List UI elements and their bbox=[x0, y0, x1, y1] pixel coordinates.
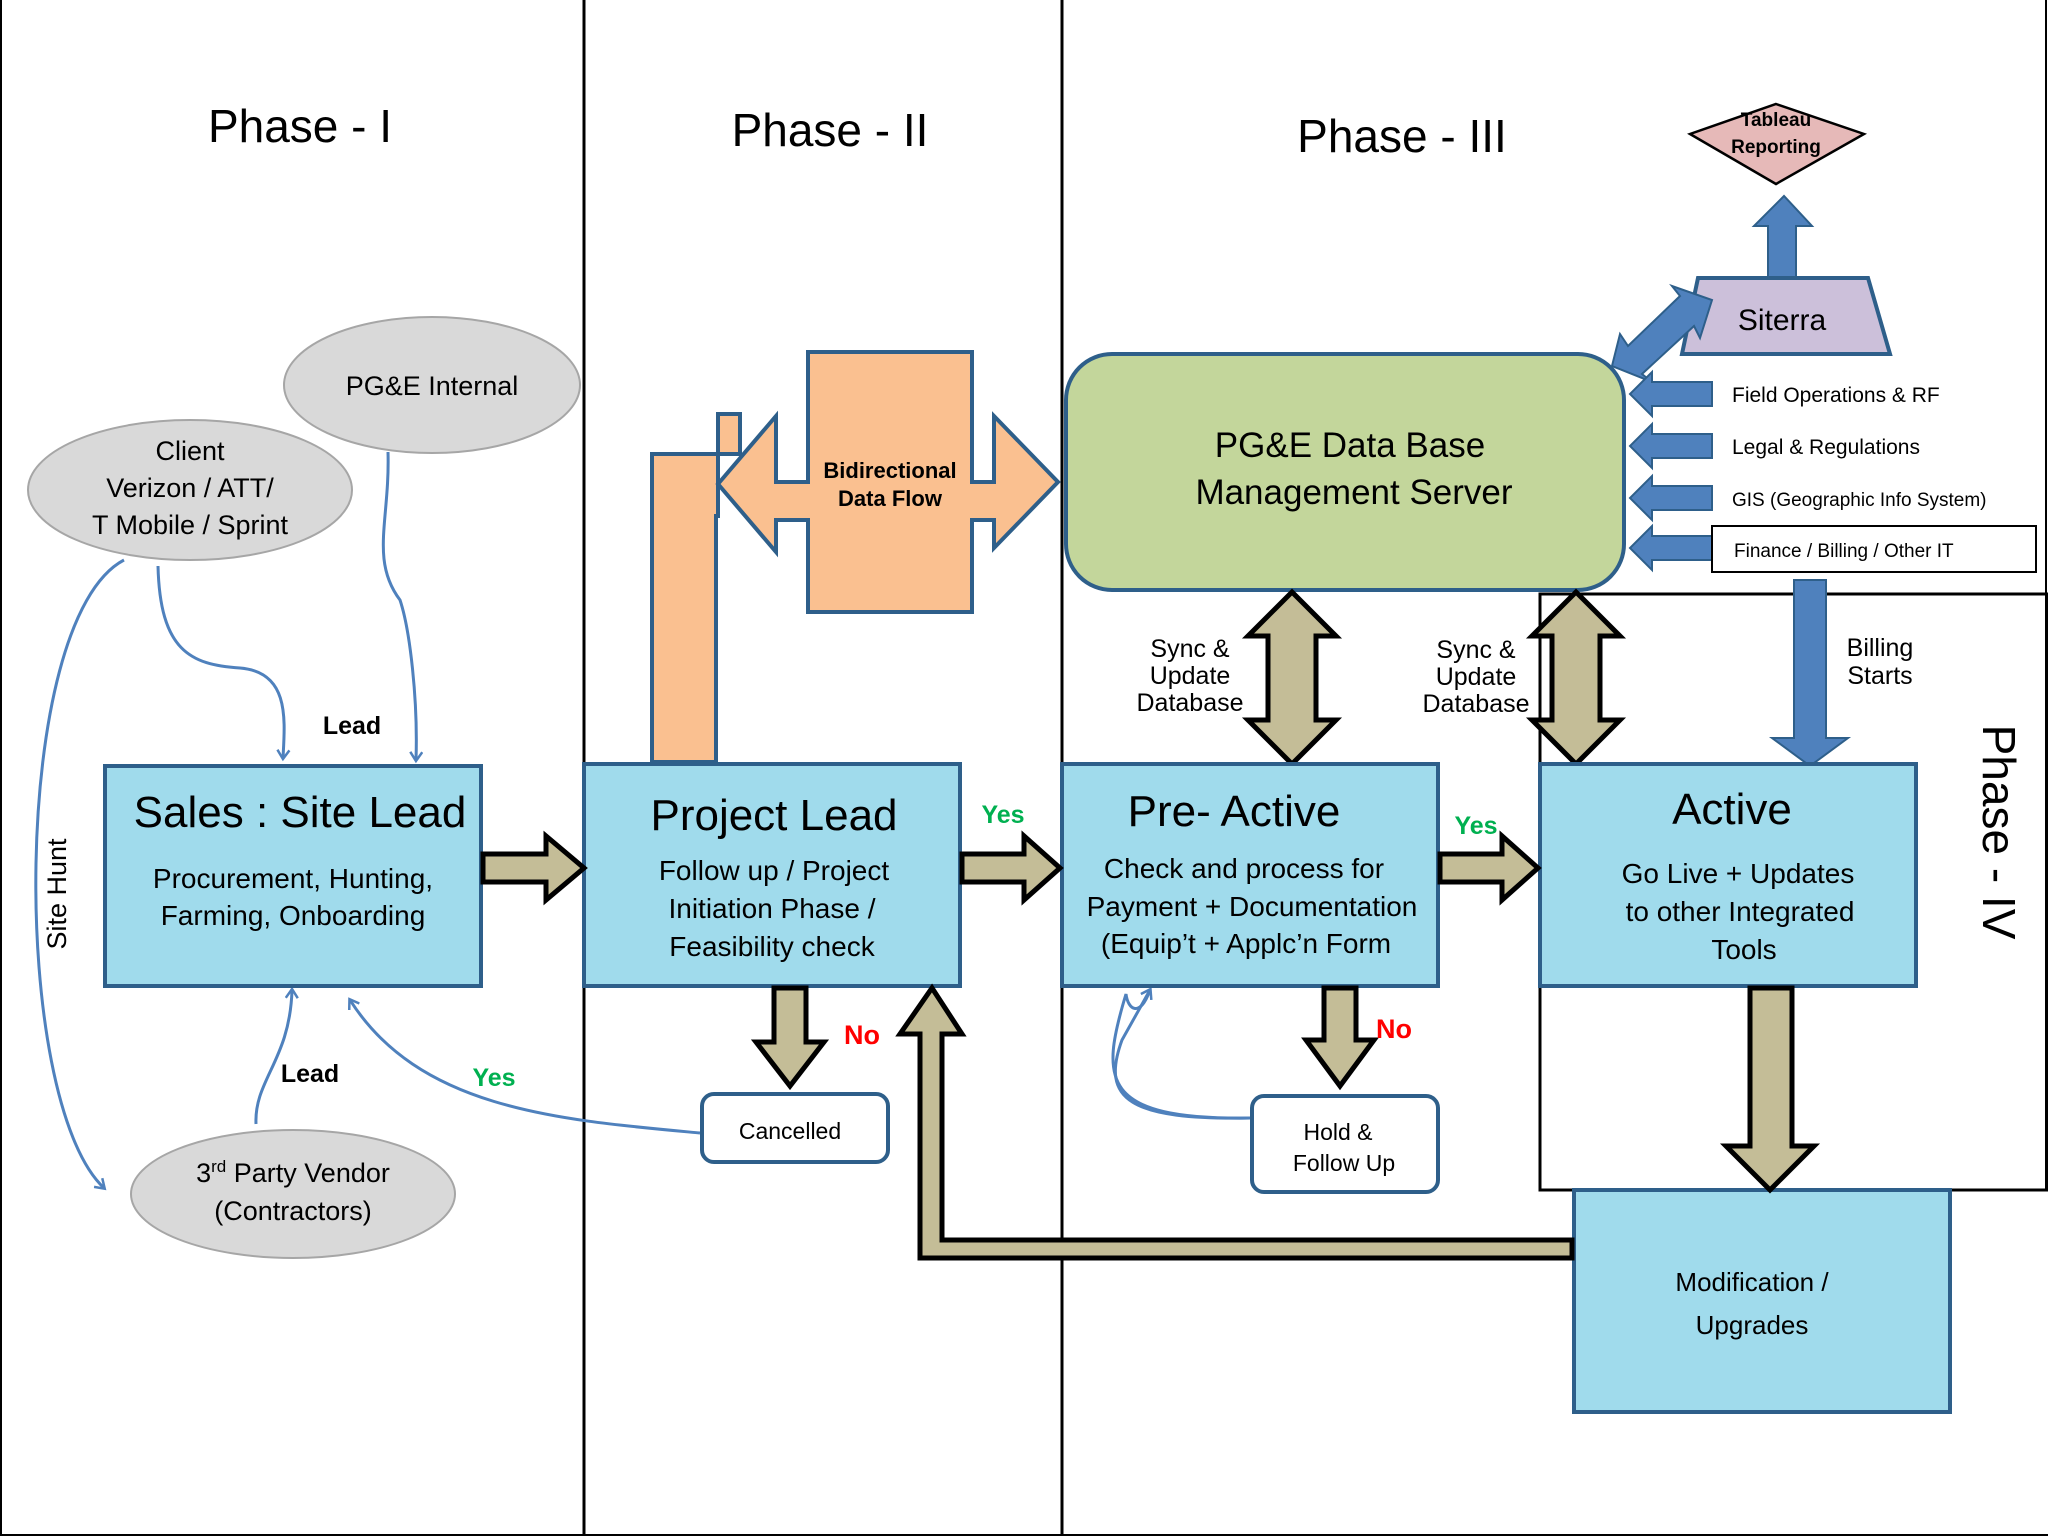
arrow-preactive-to-hold bbox=[1301, 985, 1379, 1091]
thin-connectors bbox=[34, 451, 1251, 1188]
database-label-line2: Management Server bbox=[1195, 473, 1512, 512]
active-line2: to other Integrated bbox=[1626, 896, 1855, 927]
vendor-label-line1: 3rd Party Vendor bbox=[196, 1157, 390, 1188]
client-label-line3: T Mobile / Sprint bbox=[92, 510, 289, 540]
billing-arrow bbox=[1768, 579, 1852, 768]
preactive-line3: (Equip’t + Applc’n Form bbox=[1101, 928, 1391, 959]
arrow-project-to-cancelled bbox=[750, 985, 830, 1091]
database-server-box bbox=[1064, 352, 1626, 592]
lead-label-bottom: Lead bbox=[281, 1060, 339, 1088]
input-label-1: Field Operations & RF bbox=[1732, 384, 1940, 407]
siterra-to-tableau-arrow bbox=[1751, 194, 1815, 279]
sales-line2: Farming, Onboarding bbox=[161, 900, 426, 931]
bidir-label-line1: Bidirectional bbox=[823, 458, 956, 483]
billing-label-line2: Starts bbox=[1847, 662, 1912, 690]
modification-line1: Modification / bbox=[1675, 1267, 1829, 1297]
siterra-label: Siterra bbox=[1738, 304, 1827, 337]
yes-label-project: Yes bbox=[981, 801, 1024, 829]
connector-pge-to-sales bbox=[381, 451, 416, 760]
client-label-line2: Verizon / ATT/ bbox=[106, 473, 274, 503]
phase-1-title: Phase - I bbox=[208, 100, 392, 152]
modification-line2: Upgrades bbox=[1696, 1310, 1809, 1340]
arrow-active-to-modification bbox=[1719, 985, 1821, 1194]
flow-arrows bbox=[480, 830, 1821, 1261]
input-label-2: Legal & Regulations bbox=[1732, 436, 1920, 459]
arrow-preactive-to-active bbox=[1437, 830, 1542, 906]
input-arrow-2 bbox=[1628, 421, 1713, 471]
phase-4-title: Phase - IV bbox=[1973, 725, 2025, 940]
phase-2-title: Phase - II bbox=[732, 104, 929, 156]
project-line2: Initiation Phase / bbox=[668, 893, 875, 924]
sync1-label-line1: Sync & bbox=[1150, 635, 1230, 663]
bidirectional-flow-shape bbox=[715, 350, 1061, 614]
arrow-project-to-preactive bbox=[959, 830, 1064, 906]
hold-followup-box bbox=[1250, 1094, 1440, 1194]
tableau-diamond bbox=[1687, 102, 1868, 186]
sync1-label-line3: Database bbox=[1136, 689, 1243, 717]
active-title: Active bbox=[1672, 785, 1792, 834]
lead-label-top: Lead bbox=[323, 712, 381, 740]
input-label-3: GIS (Geographic Info System) bbox=[1732, 490, 1987, 511]
no-label-project: No bbox=[844, 1020, 880, 1050]
arrow-modification-to-project bbox=[895, 983, 1575, 1261]
finance-input-box bbox=[1711, 525, 2037, 573]
client-label-line1: Client bbox=[155, 436, 225, 466]
sync2-label-line1: Sync & bbox=[1436, 636, 1516, 664]
modification-box bbox=[1572, 1188, 1952, 1414]
db-siterra-bidir-arrow bbox=[1610, 283, 1714, 383]
client-ellipse bbox=[27, 419, 353, 561]
billing-label-line1: Billing bbox=[1847, 634, 1914, 662]
pge-internal-ellipse bbox=[283, 316, 581, 454]
sync-arrow-preactive bbox=[1241, 588, 1343, 768]
input-arrow-1 bbox=[1628, 369, 1713, 419]
pge-internal-label: PG&E Internal bbox=[346, 371, 519, 401]
arrow-sales-to-project bbox=[480, 830, 588, 906]
connector-client-to-sales bbox=[156, 565, 284, 758]
preactive-line1: Check and process for bbox=[1104, 853, 1384, 884]
database-label-line1: PG&E Data Base bbox=[1215, 426, 1485, 465]
active-line3: Tools bbox=[1711, 934, 1776, 965]
sales-site-lead-box bbox=[103, 764, 483, 988]
sync-arrow-active bbox=[1525, 588, 1627, 768]
input-label-4: Finance / Billing / Other IT bbox=[1734, 541, 1954, 562]
project-line1: Follow up / Project bbox=[659, 855, 890, 886]
orange-connector-bar bbox=[650, 412, 742, 764]
project-line3: Feasibility check bbox=[669, 931, 875, 962]
vendor-label-line2: (Contractors) bbox=[214, 1196, 372, 1226]
hold-label-line2: Follow Up bbox=[1293, 1150, 1395, 1176]
hold-label-line1: Hold & bbox=[1303, 1119, 1372, 1145]
yes-label-cancelled: Yes bbox=[472, 1064, 515, 1092]
preactive-title: Pre- Active bbox=[1128, 787, 1341, 836]
connector-vendor-to-sales bbox=[254, 990, 292, 1125]
phase-3-title: Phase - III bbox=[1297, 110, 1507, 162]
sales-line1: Procurement, Hunting, bbox=[153, 863, 433, 894]
yes-label-preactive: Yes bbox=[1454, 812, 1497, 840]
db-input-arrows bbox=[1628, 369, 1713, 573]
connector-cancelled-to-sales bbox=[350, 1000, 701, 1135]
preactive-line2: Payment + Documentation bbox=[1087, 891, 1418, 922]
input-arrow-4 bbox=[1628, 523, 1713, 573]
active-line1: Go Live + Updates bbox=[1622, 858, 1855, 889]
connector-hold-loop bbox=[1111, 989, 1251, 1120]
site-hunt-label: Site Hunt bbox=[42, 838, 72, 950]
project-title: Project Lead bbox=[650, 791, 897, 840]
active-box bbox=[1538, 762, 1918, 988]
cancelled-box bbox=[700, 1092, 890, 1164]
bidir-label-line2: Data Flow bbox=[838, 486, 943, 511]
sync2-label-line3: Database bbox=[1422, 690, 1529, 718]
sales-title: Sales : Site Lead bbox=[134, 788, 467, 837]
tableau-label-line1: Tableau bbox=[1741, 110, 1811, 131]
no-label-preactive: No bbox=[1376, 1014, 1412, 1044]
tableau-label-line2: Reporting bbox=[1731, 137, 1821, 158]
connector-hold-to-preactive bbox=[1113, 990, 1251, 1120]
connector-site-hunt bbox=[34, 558, 125, 1188]
sync1-label-line2: Update bbox=[1150, 662, 1231, 690]
vendor-ellipse bbox=[130, 1129, 456, 1259]
cancelled-label: Cancelled bbox=[739, 1118, 841, 1144]
input-arrow-3 bbox=[1628, 473, 1713, 523]
sync2-label-line2: Update bbox=[1436, 663, 1517, 691]
